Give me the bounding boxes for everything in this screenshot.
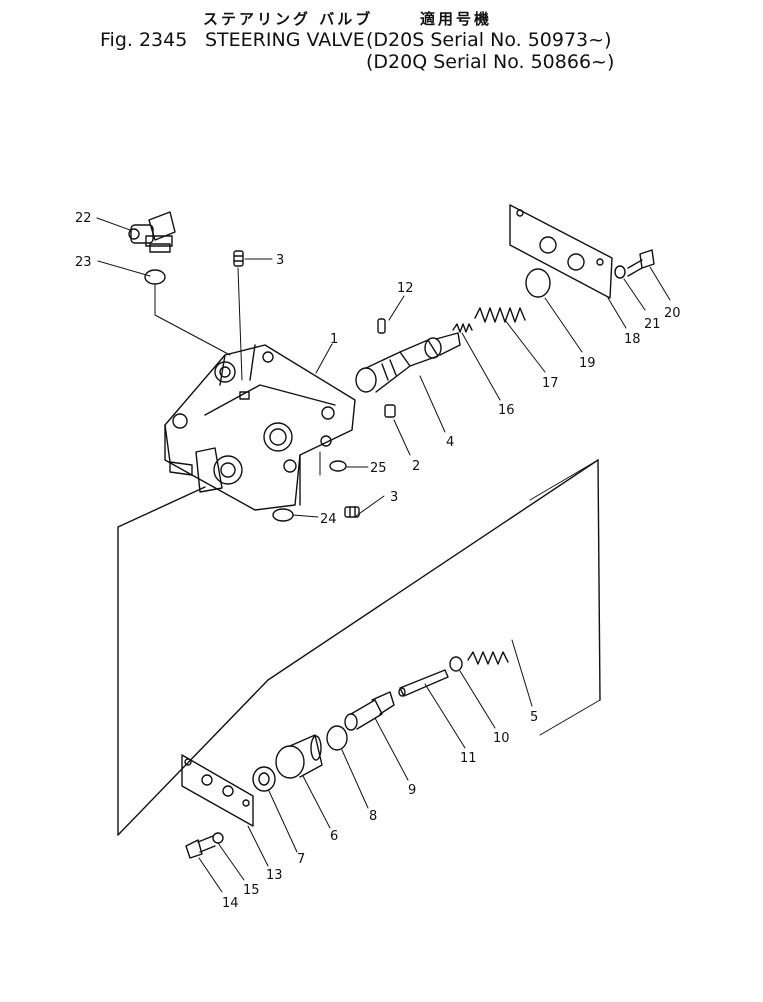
callout-24: 24 bbox=[320, 512, 337, 527]
callout-2: 2 bbox=[412, 459, 420, 474]
callout-20: 20 bbox=[664, 306, 681, 321]
washer-part-15 bbox=[212, 832, 224, 844]
callout-3-upper: 3 bbox=[276, 253, 284, 268]
serial-range-d20s: (D20S Serial No. 50973~) bbox=[366, 29, 612, 51]
plug-part-2 bbox=[384, 404, 396, 418]
o-ring-part-23 bbox=[144, 269, 166, 285]
spool-part-4 bbox=[355, 332, 461, 393]
piston-part-9 bbox=[344, 691, 395, 731]
callout-3-lower: 3 bbox=[390, 490, 398, 505]
figure-number: Fig. 2345 bbox=[100, 29, 188, 51]
plug-part-3-lower bbox=[344, 506, 360, 518]
leader-lines bbox=[96, 217, 671, 893]
callout-14: 14 bbox=[222, 896, 239, 911]
callout-1: 1 bbox=[330, 332, 338, 347]
plate-part-13 bbox=[181, 754, 254, 827]
callout-7: 7 bbox=[297, 852, 305, 867]
callout-16: 16 bbox=[498, 403, 515, 418]
callout-4: 4 bbox=[446, 435, 454, 450]
callout-18: 18 bbox=[624, 332, 641, 347]
o-ring-part-19 bbox=[525, 268, 551, 298]
callout-21: 21 bbox=[644, 317, 661, 332]
bolt-part-20 bbox=[627, 249, 655, 277]
callout-9: 9 bbox=[408, 783, 416, 798]
washer-part-10 bbox=[449, 656, 463, 672]
applicable-models-japanese: 適用号機 bbox=[420, 10, 493, 28]
serial-range-d20q: (D20Q Serial No. 50866~) bbox=[366, 51, 615, 73]
seal-part-7 bbox=[252, 766, 276, 792]
o-ring-part-25 bbox=[329, 460, 347, 472]
callout-13: 13 bbox=[266, 868, 283, 883]
callout-numbers: 1 2 3 3 4 5 6 7 8 9 10 11 12 13 14 15 16… bbox=[75, 211, 681, 911]
cover-plate-part-18 bbox=[509, 204, 613, 299]
spring-part-17 bbox=[474, 307, 526, 323]
title-english: STEERING VALVE bbox=[205, 29, 365, 51]
washer-part-21 bbox=[614, 265, 626, 279]
o-ring-part-24 bbox=[272, 508, 294, 522]
sleeve-part-6 bbox=[275, 734, 323, 779]
callout-11: 11 bbox=[460, 751, 477, 766]
o-ring-part-8 bbox=[326, 725, 348, 751]
valve-body-part-1 bbox=[164, 344, 356, 511]
elbow-fitting-part-22 bbox=[128, 211, 176, 253]
plug-part-3-upper bbox=[233, 250, 244, 267]
rod-part-11 bbox=[398, 669, 449, 697]
callout-22: 22 bbox=[75, 211, 92, 226]
callout-6: 6 bbox=[330, 829, 338, 844]
callout-19: 19 bbox=[579, 356, 596, 371]
assembly-frame-lines bbox=[117, 459, 601, 836]
spring-part-16 bbox=[452, 323, 473, 333]
pin-part-12 bbox=[377, 318, 386, 334]
callout-25: 25 bbox=[370, 461, 387, 476]
title-japanese: ステアリング バルブ bbox=[203, 10, 374, 28]
bolt-part-14 bbox=[185, 835, 216, 859]
callout-23: 23 bbox=[75, 255, 92, 270]
callout-15: 15 bbox=[243, 883, 260, 898]
callout-5: 5 bbox=[530, 710, 538, 725]
spring-part-5 bbox=[467, 651, 509, 665]
callout-10: 10 bbox=[493, 731, 510, 746]
callout-17: 17 bbox=[542, 376, 559, 391]
callout-8: 8 bbox=[369, 809, 377, 824]
callout-12: 12 bbox=[397, 281, 414, 296]
